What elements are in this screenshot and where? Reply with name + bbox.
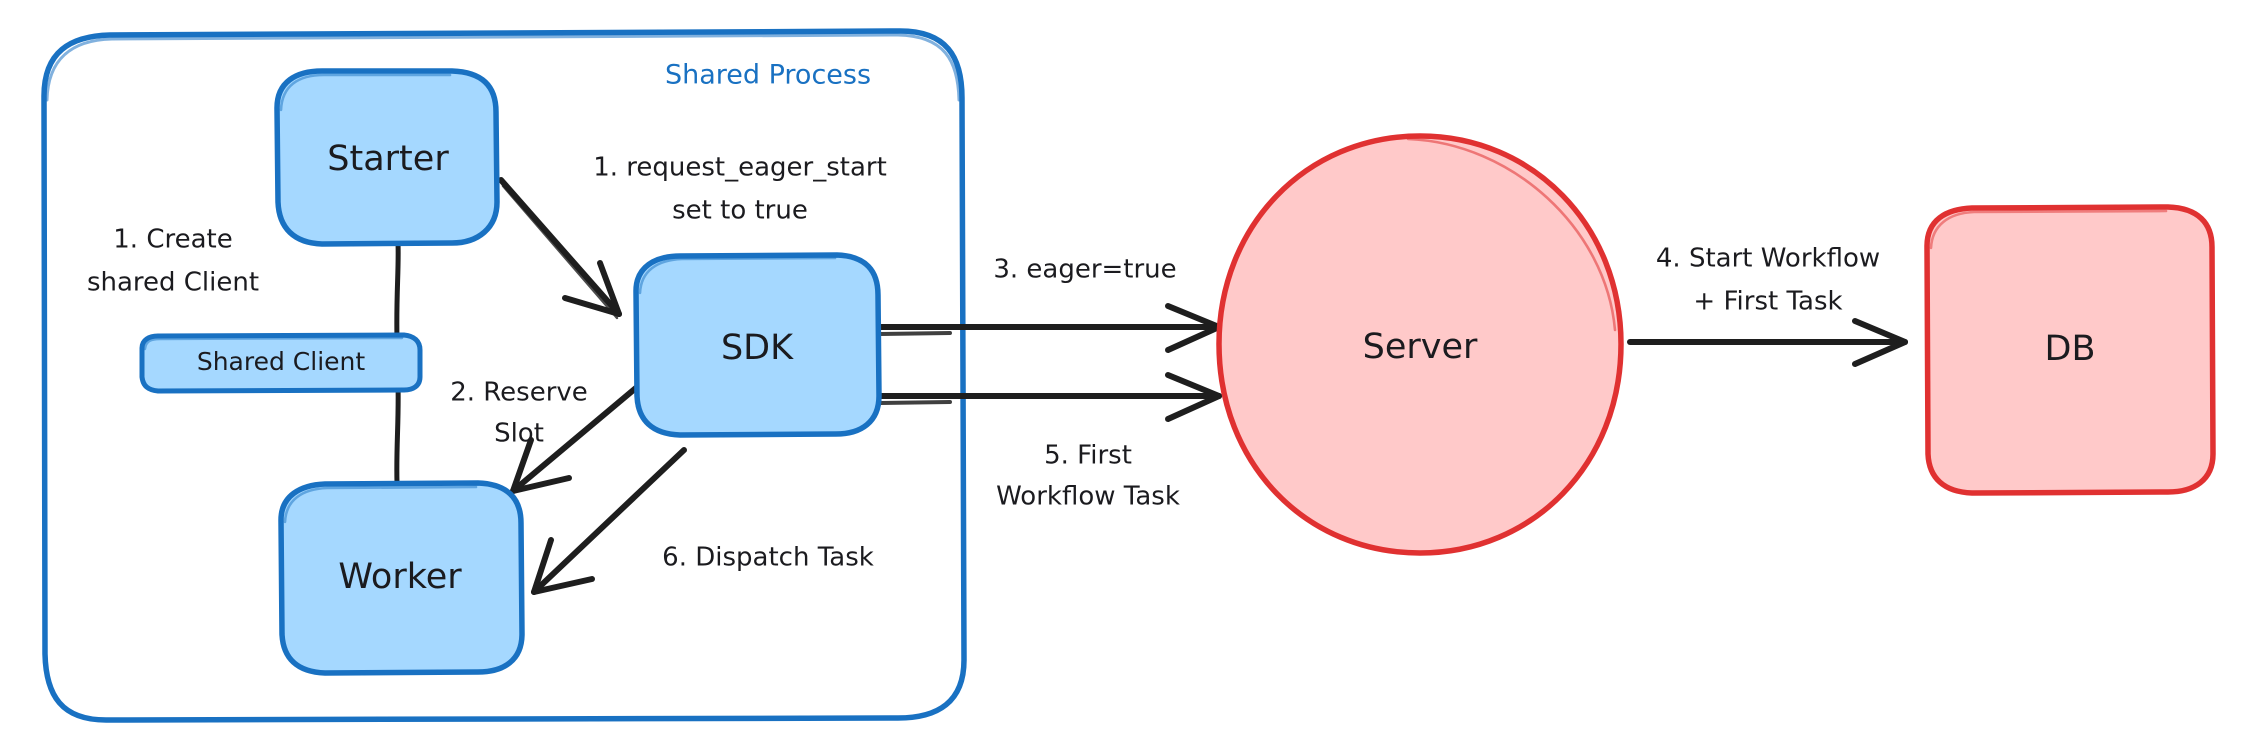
node-db[interactable]: DB xyxy=(1924,204,2216,496)
edge-first-workflow-task[interactable]: 5. First Workflow Task xyxy=(875,372,1222,512)
edge-label-start-workflow-line2: + First Task xyxy=(1693,287,1842,317)
edge-label-first-workflow-task-line1: 5. First xyxy=(1044,441,1132,471)
edge-label-request-eager-start-line1: 1. request_eager_start xyxy=(593,153,887,183)
node-sdk[interactable]: SDK xyxy=(633,252,882,438)
edge-label-reserve-slot-line2: Slot xyxy=(494,419,544,449)
edge-label-request-eager-start-line2: set to true xyxy=(672,196,808,226)
edge-label-create-shared-client-line2: shared Client xyxy=(87,268,259,298)
edge-label-eager-true: 3. eager=true xyxy=(993,255,1176,285)
shared-process-container[interactable]: Shared Process xyxy=(41,28,967,723)
edge-eager-true[interactable]: 3. eager=true xyxy=(875,255,1222,353)
edge-label-dispatch-task: 6. Dispatch Task xyxy=(662,543,874,573)
edge-request-eager-start[interactable]: 1. request_eager_start set to true xyxy=(498,153,887,320)
node-label-sdk: SDK xyxy=(721,328,794,368)
shared-process-label: Shared Process xyxy=(665,60,871,91)
edge-dispatch-task[interactable]: 6. Dispatch Task xyxy=(531,447,874,595)
node-worker[interactable]: Worker xyxy=(278,480,525,676)
edge-label-reserve-slot-line1: 2. Reserve xyxy=(450,378,588,408)
edge-label-first-workflow-task-line2: Workflow Task xyxy=(996,482,1180,512)
node-label-worker: Worker xyxy=(338,557,462,597)
edge-label-create-shared-client-line1: 1. Create xyxy=(113,225,232,255)
edge-start-workflow[interactable]: 4. Start Workflow + First Task xyxy=(1627,244,1908,367)
edge-create-shared-client[interactable]: 1. Create shared Client xyxy=(87,225,401,342)
node-server[interactable]: Server xyxy=(1216,133,1624,556)
node-label-db: DB xyxy=(2045,329,2096,369)
node-shared-client[interactable]: Shared Client xyxy=(139,332,423,394)
node-starter[interactable]: Starter xyxy=(274,68,500,247)
node-label-shared-client: Shared Client xyxy=(197,347,366,376)
edge-label-start-workflow-line1: 4. Start Workflow xyxy=(1656,244,1880,274)
node-label-server: Server xyxy=(1363,327,1478,367)
node-label-starter: Starter xyxy=(327,139,449,179)
edge-shared-client-worker[interactable] xyxy=(394,380,401,486)
edge-reserve-slot[interactable]: 2. Reserve Slot xyxy=(450,378,640,494)
